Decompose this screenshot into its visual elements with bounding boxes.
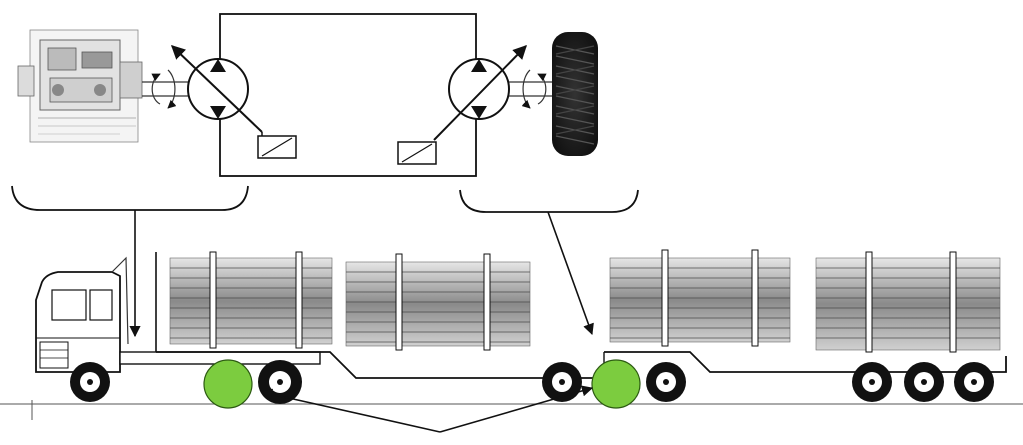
tire-icon [552,32,598,156]
engine-output-shaft [142,69,192,109]
hydraulic-motor-symbol [397,44,527,165]
engine-icon [17,29,143,143]
log-bundle [345,253,531,351]
engine-bracket [11,185,249,338]
log-bundle [169,251,333,349]
log-bundle [815,251,1001,353]
trailer-1 [155,251,605,409]
hydraulic-pump-symbol [170,45,297,159]
wheel-pointer-arrows [260,385,594,433]
log-bundle [609,249,791,347]
logging-truck-icon [35,256,321,404]
trailer-2 [591,249,1007,409]
hydraulic-drive-wheel [203,359,253,409]
motor-output-shaft [509,69,555,109]
hydraulic-drive-wheel [591,359,641,409]
wheel-bracket [459,189,639,336]
